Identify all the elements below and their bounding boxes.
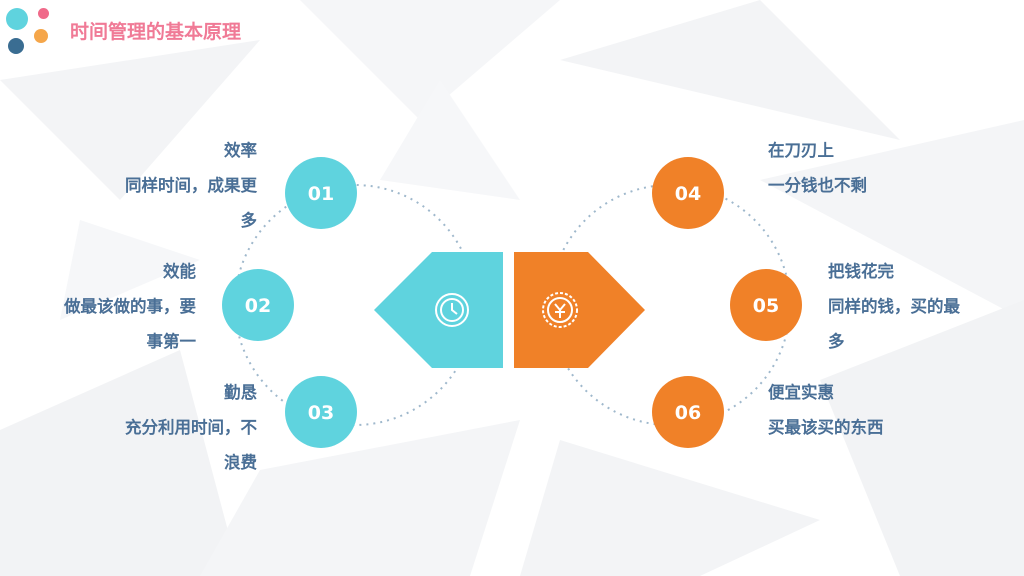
- item-04-text: 在刀刃上 一分钱也不剩: [768, 133, 867, 203]
- item-05-text: 把钱花完 同样的钱，买的最 多: [828, 254, 960, 359]
- circle-05: 05: [730, 269, 802, 341]
- circle-03: 03: [285, 376, 357, 448]
- circle-06: 06: [652, 376, 724, 448]
- item-06-text: 便宜实惠 买最该买的东西: [768, 375, 884, 445]
- item-02-text: 效能 做最该做的事，要 事第一: [64, 254, 196, 359]
- circle-04: 04: [652, 157, 724, 229]
- item-line: 浪费: [224, 453, 257, 472]
- decor-dot-navy: [8, 38, 24, 54]
- item-line: 一分钱也不剩: [768, 176, 867, 195]
- number-label: 03: [308, 402, 334, 424]
- item-heading: 在刀刃上: [768, 141, 834, 160]
- number-label: 01: [308, 183, 334, 205]
- circle-01: 01: [285, 157, 357, 229]
- item-line: 充分利用时间，不: [125, 418, 257, 437]
- number-label: 04: [675, 183, 701, 205]
- item-line: 同样时间，成果更: [125, 176, 257, 195]
- item-line: 同样的钱，买的最: [828, 297, 960, 316]
- item-line: 多: [828, 332, 845, 351]
- item-heading: 效率: [224, 141, 257, 160]
- circle-02: 02: [222, 269, 294, 341]
- center-right-arrow-shape: [514, 252, 645, 368]
- decor-dot-teal: [6, 8, 28, 30]
- item-03-text: 勤恳 充分利用时间，不 浪费: [125, 375, 257, 480]
- center-left-arrow-shape: [374, 252, 503, 368]
- item-heading: 便宜实惠: [768, 383, 834, 402]
- item-line: 买最该买的东西: [768, 418, 884, 437]
- clock-icon: [435, 293, 469, 327]
- number-label: 05: [753, 295, 779, 317]
- item-heading: 效能: [163, 262, 196, 281]
- yen-coin-icon: [542, 292, 578, 328]
- item-heading: 勤恳: [224, 383, 257, 402]
- item-line: 事第一: [146, 332, 197, 351]
- number-label: 06: [675, 402, 701, 424]
- item-line: 做最该做的事，要: [64, 297, 196, 316]
- page-title: 时间管理的基本原理: [70, 21, 242, 43]
- item-line: 多: [240, 211, 258, 230]
- item-01-text: 效率 同样时间，成果更 多: [125, 133, 257, 238]
- decor-dot-pink: [38, 8, 49, 19]
- number-label: 02: [245, 295, 271, 317]
- decor-dot-orange: [34, 29, 48, 43]
- item-heading: 把钱花完: [828, 262, 894, 281]
